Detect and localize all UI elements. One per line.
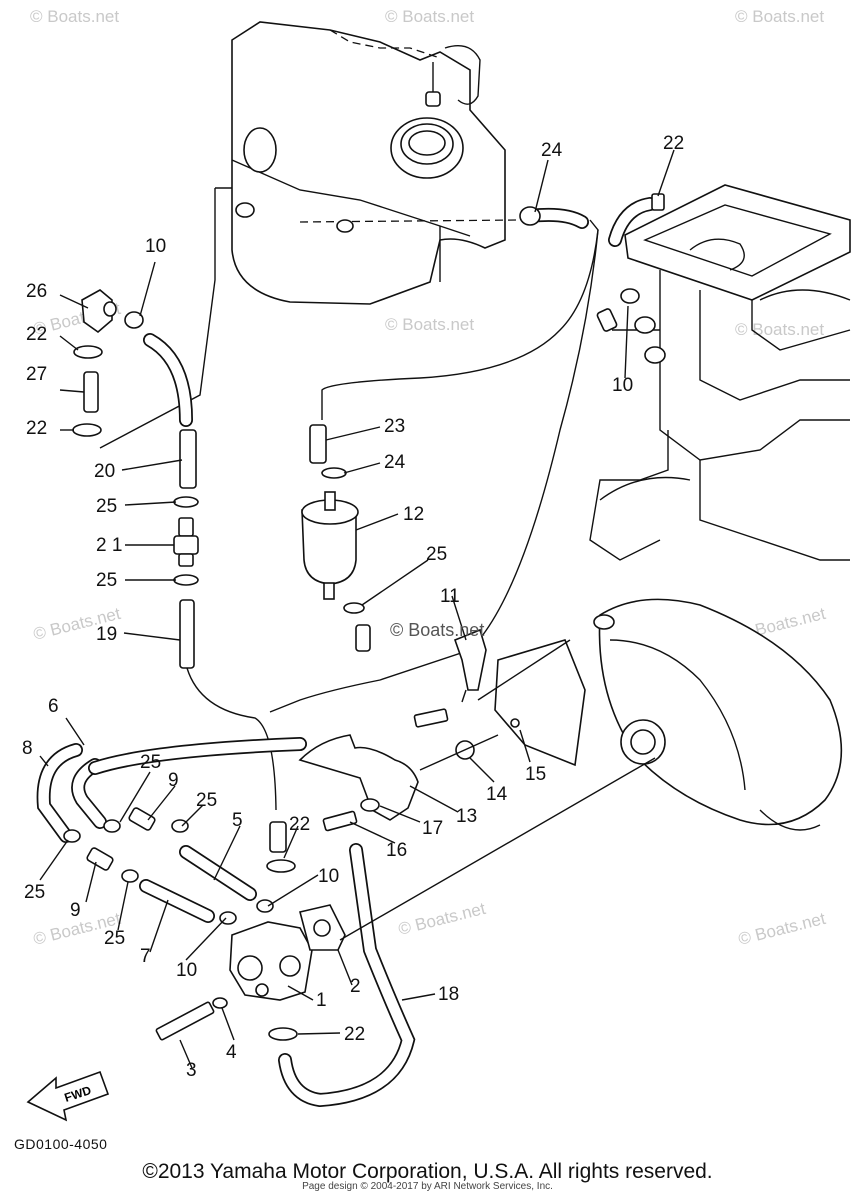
callout-6: 6 (48, 696, 59, 717)
callout-24: 24 (384, 452, 406, 473)
callout-11: 11 (440, 586, 460, 607)
callout-12: 12 (403, 504, 424, 525)
callout-20: 20 (94, 461, 115, 482)
callouts: 26 22 27 22 10 20 25 2 1 25 19 24 22 10 … (22, 133, 684, 1081)
engine-block (589, 184, 851, 831)
callout-14: 14 (486, 784, 508, 805)
callout-5: 5 (232, 810, 243, 831)
callout-2: 2 (350, 976, 361, 997)
callout-10: 10 (318, 866, 339, 887)
watermark: © Boats.net (390, 620, 484, 640)
watermark: © Boats.net (735, 7, 824, 26)
page-credit: Page design © 2004-2017 by ARI Network S… (302, 1181, 553, 1192)
fwd-arrow: FWD (26, 1070, 110, 1122)
callout-25: 25 (96, 496, 117, 517)
watermark: © Boats.net (396, 899, 487, 939)
callout-10: 10 (176, 960, 197, 981)
callout-16: 16 (386, 840, 407, 861)
callout-22: 22 (289, 814, 310, 835)
callout-22: 22 (26, 324, 47, 345)
callout-9: 9 (70, 900, 81, 921)
callout-25: 25 (24, 882, 45, 903)
callout-10: 10 (612, 375, 633, 396)
fuel-tank (231, 21, 521, 305)
watermark: © Boats.net (30, 7, 119, 26)
callout-7: 7 (140, 946, 151, 967)
callout-23: 23 (384, 416, 405, 437)
callout-13: 13 (456, 806, 477, 827)
copyright-notice: ©2013 Yamaha Motor Corporation, U.S.A. A… (142, 1160, 713, 1183)
callout-25: 25 (426, 544, 447, 565)
callout-26: 26 (26, 281, 47, 302)
callout-25: 25 (96, 570, 117, 591)
callout-4: 4 (226, 1042, 237, 1063)
callout-24: 24 (541, 140, 563, 161)
fuel-cock-assembly (36, 737, 656, 1108)
callout-18: 18 (438, 984, 459, 1005)
watermark: © Boats.net (736, 909, 827, 949)
callout-1: 1 (316, 990, 327, 1011)
callout-25: 25 (196, 790, 217, 811)
watermark: © Boats.net (735, 320, 824, 339)
watermark: © Boats.net (385, 7, 474, 26)
callout-27: 27 (26, 364, 47, 385)
fuel-filter-assembly (269, 193, 665, 713)
callout-3: 3 (186, 1060, 197, 1081)
left-hose-stack (72, 187, 277, 811)
callout-22: 22 (26, 418, 47, 439)
callout-15: 15 (525, 764, 546, 785)
callout-25: 25 (104, 928, 125, 949)
callout-19: 19 (96, 624, 117, 645)
callout-10: 10 (145, 236, 166, 257)
callout-21: 2 1 (96, 535, 122, 556)
callout-17: 17 (422, 818, 443, 839)
callout-22: 22 (344, 1024, 365, 1045)
watermark: © Boats.net (385, 315, 474, 334)
bracket-assembly (298, 628, 586, 832)
callout-9: 9 (168, 770, 179, 791)
callout-25: 25 (140, 752, 161, 773)
figure-code: GD0100-4050 (14, 1136, 108, 1152)
callout-22: 22 (663, 133, 684, 154)
callout-8: 8 (22, 738, 33, 759)
